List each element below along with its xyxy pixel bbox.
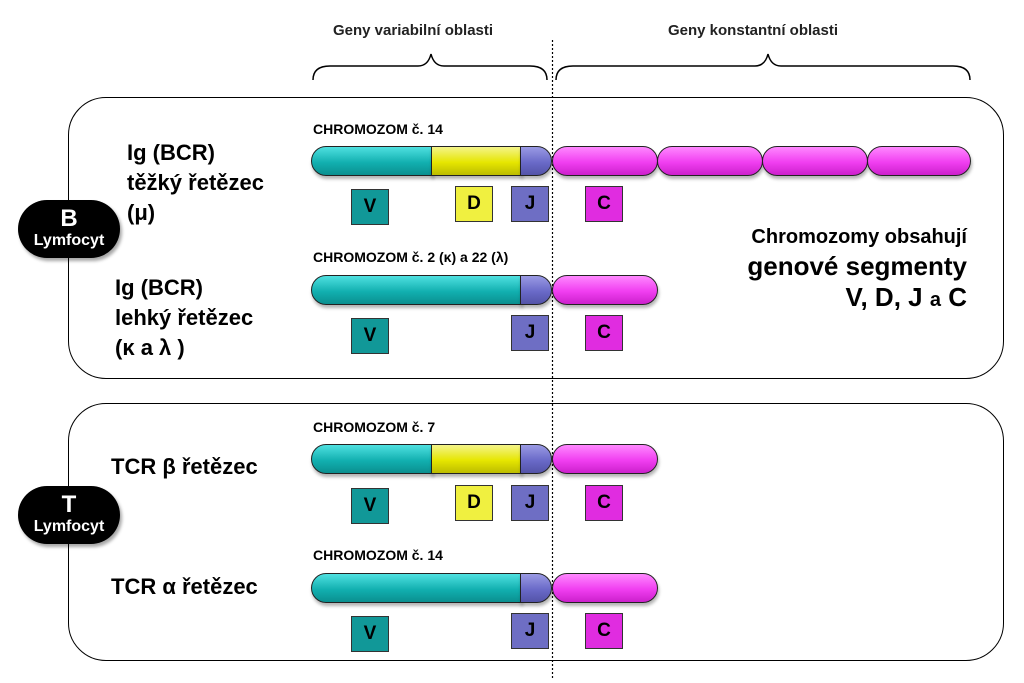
note-line3: V, D, J a C xyxy=(747,282,967,315)
heavy-d-box: D xyxy=(455,186,493,222)
heavy-j-segment xyxy=(520,146,552,176)
tcr-alpha-chromosome: CHROMOZOM č. 14 xyxy=(313,547,443,563)
light-j-segment xyxy=(520,275,552,305)
t-cell-label: Lymfocyt xyxy=(33,518,105,535)
note-segment-c: C xyxy=(948,282,967,312)
tcr-alpha-v-segment xyxy=(311,573,522,603)
note-and: a xyxy=(929,289,941,311)
b-cell-label: Lymfocyt xyxy=(33,232,105,249)
tcr-beta-chromosome: CHROMOZOM č. 7 xyxy=(313,419,436,435)
tcr-alpha-c-box: C xyxy=(585,613,623,649)
segments-note: Chromozomy obsahují genové segmenty V, D… xyxy=(747,224,967,315)
tcr-alpha-v-box: V xyxy=(351,616,389,652)
heavy-v-segment xyxy=(311,146,433,176)
heavy-chain-label: Ig (BCR) těžký řetězec (μ) xyxy=(127,138,264,228)
heavy-c-segment-1 xyxy=(552,146,658,176)
tcr-beta-v-segment xyxy=(311,444,433,474)
b-lymphocyte-badge: B Lymfocyt xyxy=(18,200,120,258)
header-variable-region: Geny variabilní oblasti xyxy=(333,22,494,39)
heavy-c-box: C xyxy=(585,186,623,222)
b-cell-letter: B xyxy=(60,205,78,232)
heavy-c-segment-2 xyxy=(657,146,763,176)
tcr-beta-d-segment xyxy=(431,444,522,474)
tcr-alpha-label: TCR α řetězec xyxy=(111,574,258,599)
heavy-chain-chromosome: CHROMOZOM č. 14 xyxy=(313,121,443,137)
light-c-segment xyxy=(552,275,658,305)
note-line2: genové segmenty xyxy=(747,251,967,281)
tcr-beta-d-box: D xyxy=(455,485,493,521)
light-chain-line1: Ig (BCR) xyxy=(115,275,203,300)
light-chain-label: Ig (BCR) lehký řetězec (κ a λ ) xyxy=(115,273,253,363)
heavy-d-segment xyxy=(431,146,522,176)
light-chain-line2: lehký řetězec xyxy=(115,305,254,330)
tcr-beta-c-box: C xyxy=(585,485,623,521)
light-c-box: C xyxy=(585,315,623,351)
tcr-beta-v-box: V xyxy=(351,488,389,524)
light-v-box: V xyxy=(351,318,389,354)
note-line1: Chromozomy obsahují xyxy=(751,226,967,248)
tcr-beta-label: TCR β řetězec xyxy=(111,454,258,479)
tcr-beta-j-segment xyxy=(520,444,552,474)
heavy-c-segment-4 xyxy=(867,146,971,176)
note-segments-vdj: V, D, J xyxy=(845,282,923,312)
heavy-chain-line3: (μ) xyxy=(127,200,156,225)
tcr-beta-c-segment xyxy=(552,444,658,474)
t-lymphocyte-badge: T Lymfocyt xyxy=(18,486,120,544)
tcr-beta-j-box: J xyxy=(511,485,549,521)
light-chain-line3: (κ a λ ) xyxy=(115,335,185,360)
tcr-alpha-c-segment xyxy=(552,573,658,603)
heavy-chain-line1: Ig (BCR) xyxy=(127,140,215,165)
light-chain-chromosome: CHROMOZOM č. 2 (κ) a 22 (λ) xyxy=(313,249,509,265)
light-j-box: J xyxy=(511,315,549,351)
brace-constant xyxy=(555,53,971,81)
region-divider xyxy=(551,40,554,680)
heavy-c-segment-3 xyxy=(762,146,868,176)
light-v-segment xyxy=(311,275,522,305)
brace-variable xyxy=(312,53,548,81)
t-cell-letter: T xyxy=(61,491,77,518)
header-constant-region: Geny konstantní oblasti xyxy=(668,22,839,39)
tcr-alpha-j-box: J xyxy=(511,613,549,649)
heavy-chain-line2: těžký řetězec xyxy=(127,170,264,195)
heavy-v-box: V xyxy=(351,189,389,225)
tcr-alpha-j-segment xyxy=(520,573,552,603)
heavy-j-box: J xyxy=(511,186,549,222)
